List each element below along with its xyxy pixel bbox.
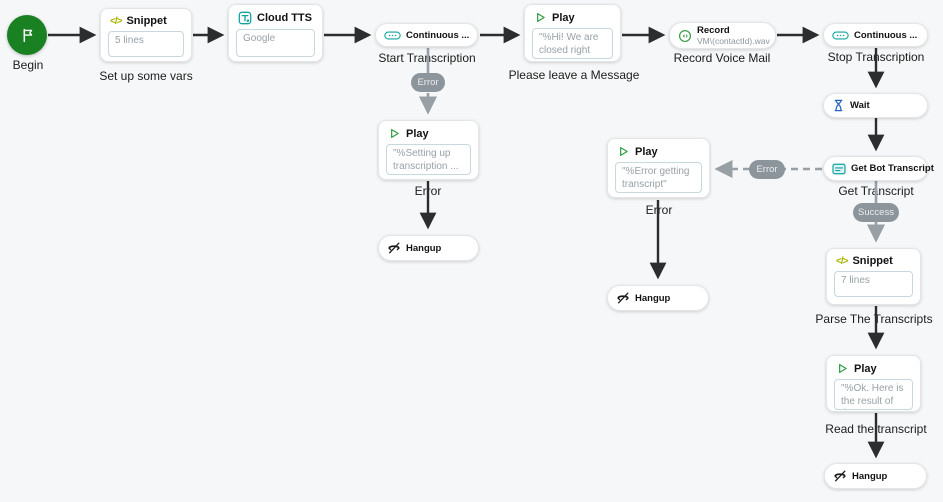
node-title: Play [635,145,658,158]
node-title: Play [552,11,575,24]
caption-error-setup: Error [414,184,442,198]
node-title: Snippet [126,15,167,27]
caption-parse-the-transcripts: Parse The Transcripts [815,312,933,326]
caption-please-leave-a-message: Please leave a Message [508,68,640,82]
hangup-icon [616,291,630,305]
caption-read-the-transcript: Read the transcript [825,422,927,436]
continuous-icon [384,31,401,40]
node-body: "%Hi! We are closed right now, ... [532,28,613,59]
node-title: Continuous ... [406,29,470,41]
play-icon [534,11,547,24]
node-hangup-transcript-error[interactable]: Hangup [607,285,709,311]
node-subtitle: VM\(contactId).wav [697,35,770,46]
node-title: Get Bot Transcript [851,163,934,174]
node-body: "%Setting up transcription ... [386,144,471,175]
caption-error-transcript: Error [645,203,673,217]
code-icon: </> [110,15,123,27]
node-body: Google [236,29,315,57]
cloud-tts-icon [238,11,252,25]
error-badge-start-transcription: Error [411,73,445,92]
node-cloud-tts[interactable]: Cloud TTS Google [228,4,323,62]
node-title: Cloud TTS [257,12,312,24]
caption-stop-transcription: Stop Transcription [827,50,925,64]
begin-label: Begin [12,58,44,72]
hangup-icon [833,469,847,483]
node-start-transcription[interactable]: Continuous ... [375,23,478,47]
node-title: Hangup [406,242,442,254]
caption-start-transcription: Start Transcription [378,51,476,65]
node-body: "%Error getting transcript" [615,162,702,193]
node-title: Play [406,127,429,140]
node-play-setup-error[interactable]: Play "%Setting up transcription ... [378,120,479,180]
node-title: Hangup [852,470,888,482]
node-play-result[interactable]: Play "%Ok. Here is the result of the ... [826,355,921,412]
node-title: Snippet [852,255,893,267]
node-wait[interactable]: Wait [823,93,928,118]
success-badge-get-transcript: Success [853,203,899,222]
node-record-vm[interactable]: Record VM\(contactId).wav [669,22,776,49]
flag-icon [19,27,36,44]
code-icon: </> [836,255,849,267]
node-title: Continuous ... [854,29,918,41]
node-title: Hangup [635,292,671,304]
caption-record-voice-mail: Record Voice Mail [673,51,771,65]
node-get-bot-transcript[interactable]: Get Bot Transcript [823,156,934,181]
node-snippet-parse[interactable]: </> Snippet 7 lines [826,248,921,305]
error-badge-get-transcript: Error [749,160,785,179]
hourglass-icon [832,99,845,112]
node-title: Record [697,24,730,36]
node-body: 5 lines [108,31,184,57]
node-hangup-setup-error[interactable]: Hangup [378,235,479,261]
node-hangup-main[interactable]: Hangup [824,463,927,489]
hangup-icon [387,241,401,255]
play-icon [617,145,630,158]
node-play-transcript-error[interactable]: Play "%Error getting transcript" [607,138,710,198]
caption-get-transcript: Get Transcript [838,184,914,198]
caption-set-up-some-vars: Set up some vars [99,69,193,83]
begin-node[interactable] [7,15,47,55]
play-icon [388,127,401,140]
continuous-icon [832,31,849,40]
node-play-closed[interactable]: Play "%Hi! We are closed right now, ... [524,4,621,62]
node-body: 7 lines [834,271,913,297]
node-body: "%Ok. Here is the result of the ... [834,379,913,410]
node-title: Wait [850,100,870,111]
node-title: Play [854,362,877,375]
node-stop-transcription[interactable]: Continuous ... [823,23,928,47]
transcript-icon [832,163,846,175]
record-icon [678,29,692,43]
node-snippet-vars[interactable]: </> Snippet 5 lines [100,8,192,62]
play-icon [836,362,849,375]
